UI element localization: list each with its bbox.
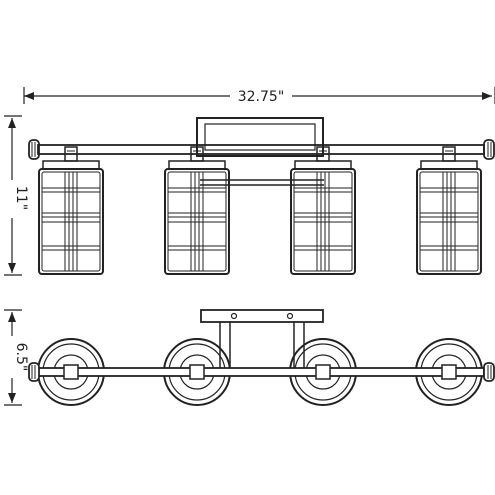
right-finial <box>483 139 495 160</box>
height-label: 11" <box>13 186 29 210</box>
top-arm-bar <box>37 367 485 377</box>
left-finial <box>28 139 40 160</box>
shade-1 <box>38 146 104 275</box>
width-arrow-right <box>482 92 492 100</box>
shade-4 <box>416 146 482 275</box>
top-backplate <box>200 309 324 323</box>
shade-3 <box>290 146 356 275</box>
top-view <box>28 309 495 406</box>
width-dimension: 32.75" <box>23 87 495 105</box>
width-arrow-left <box>24 92 34 100</box>
height-dimension: 11" <box>4 115 29 276</box>
top-right-finial <box>483 362 495 382</box>
front-view <box>28 117 495 275</box>
depth-dimension: 6.5" <box>4 309 29 406</box>
depth-label: 6.5" <box>13 343 29 372</box>
shade-2 <box>164 146 230 275</box>
top-left-finial <box>28 362 40 382</box>
front-backplate <box>196 117 324 157</box>
width-label: 32.75" <box>238 89 285 105</box>
